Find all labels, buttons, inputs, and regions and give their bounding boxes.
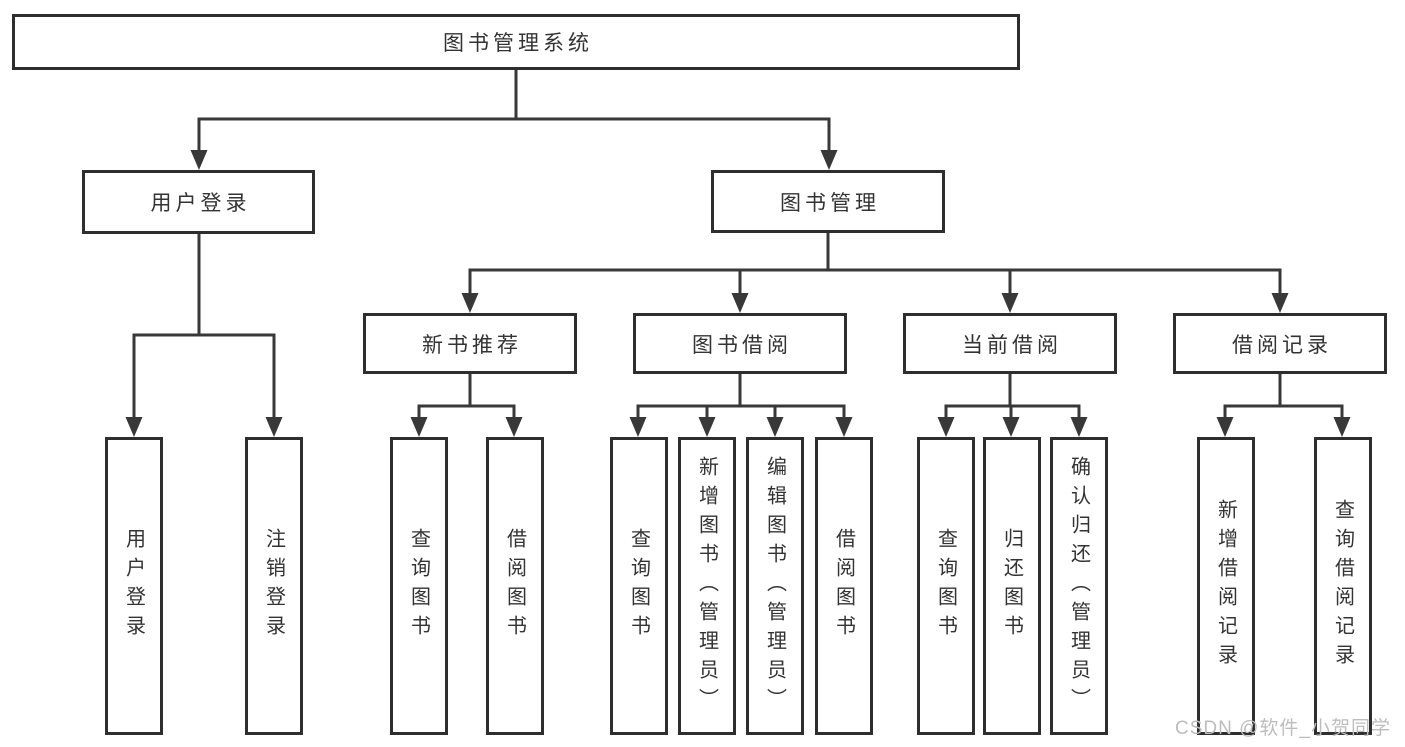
node-label: 图书管理 xyxy=(780,191,880,215)
node-book-borrowing: 图书借阅 xyxy=(633,313,847,374)
arrow-down-icon xyxy=(1002,417,1020,437)
node-logout: 注销登录 xyxy=(245,437,303,735)
arrow-down-icon xyxy=(1216,417,1234,437)
node-label: 用户登录 xyxy=(122,528,145,644)
node-confirm-return-admin: 确认归还（管理员） xyxy=(1050,437,1108,735)
node-label: 查询图书 xyxy=(934,528,957,644)
node-current-borrowing: 当前借阅 xyxy=(903,313,1117,374)
node-add-borrow-record: 新增借阅记录 xyxy=(1197,437,1255,735)
node-edit-books-admin: 编辑图书（管理员） xyxy=(746,437,804,735)
watermark: CSDN @软件_小贺同学 xyxy=(1175,718,1391,739)
node-user-login-module: 用户登录 xyxy=(82,170,315,234)
arrow-down-icon xyxy=(1333,417,1351,437)
node-borrow-books-2: 借阅图书 xyxy=(815,437,873,735)
node-return-books: 归还图书 xyxy=(983,437,1041,735)
node-label: 注销登录 xyxy=(262,528,285,644)
node-new-book-recommend: 新书推荐 xyxy=(363,313,577,374)
node-book-management: 图书管理 xyxy=(711,170,945,233)
node-query-borrow-record: 查询借阅记录 xyxy=(1314,437,1372,735)
node-label: 图书借阅 xyxy=(692,333,792,357)
arrow-down-icon xyxy=(698,417,716,437)
node-label: 新书推荐 xyxy=(422,333,522,357)
node-label: 查询图书 xyxy=(627,528,650,644)
arrow-down-icon xyxy=(1001,293,1019,313)
node-query-books-2: 查询图书 xyxy=(610,437,668,735)
node-borrowing-records: 借阅记录 xyxy=(1173,313,1387,374)
node-borrow-books-1: 借阅图书 xyxy=(486,437,544,735)
arrow-down-icon xyxy=(820,150,838,170)
arrow-down-icon xyxy=(190,150,208,170)
node-add-books-admin: 新增图书（管理员） xyxy=(678,437,736,735)
arrow-down-icon xyxy=(1070,417,1088,437)
node-label: 查询图书 xyxy=(407,528,430,644)
node-label: 编辑图书（管理员） xyxy=(763,455,786,717)
node-label: 新增借阅记录 xyxy=(1214,499,1237,673)
node-label: 当前借阅 xyxy=(962,333,1062,357)
node-label: 新增图书（管理员） xyxy=(695,455,718,717)
arrow-down-icon xyxy=(1271,293,1289,313)
node-query-books-1: 查询图书 xyxy=(390,437,448,735)
node-label: 用户登录 xyxy=(150,192,251,215)
node-label: 借阅记录 xyxy=(1232,333,1332,357)
node-label: 借阅图书 xyxy=(832,528,855,644)
arrow-down-icon xyxy=(766,417,784,437)
node-label: 借阅图书 xyxy=(503,528,526,644)
arrow-down-icon xyxy=(629,417,647,437)
node-root-system: 图书管理系统 xyxy=(12,14,1020,70)
arrow-down-icon xyxy=(937,417,955,437)
arrow-down-icon xyxy=(835,417,853,437)
node-label: 归还图书 xyxy=(1000,528,1023,644)
arrow-down-icon xyxy=(410,417,428,437)
node-user-login-action: 用户登录 xyxy=(105,437,163,735)
arrow-down-icon xyxy=(265,417,283,437)
arrow-down-icon xyxy=(731,293,749,313)
arrow-down-icon xyxy=(505,417,523,437)
node-label: 图书管理系统 xyxy=(443,32,593,55)
node-query-books-3: 查询图书 xyxy=(917,437,975,735)
arrow-down-icon xyxy=(125,417,143,437)
node-label: 确认归还（管理员） xyxy=(1067,455,1090,717)
arrow-down-icon xyxy=(461,293,479,313)
node-label: 查询借阅记录 xyxy=(1331,499,1354,673)
